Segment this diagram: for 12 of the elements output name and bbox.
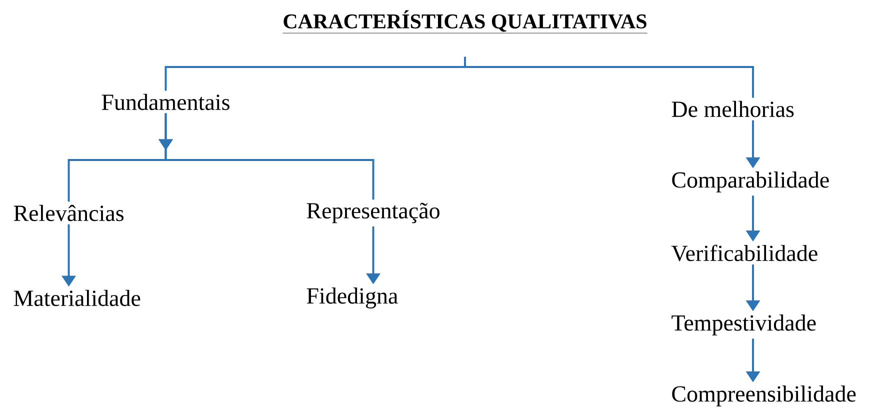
category-label: Fidedigna [306,288,398,308]
category-label: Relevâncias [14,204,124,222]
category-label: Tempestividade [672,314,816,336]
category-label: Representação [306,202,440,224]
category-label: Materialidade [14,290,140,306]
connector [464,56,754,98]
category-label: Verificabilidade [671,244,818,262]
category-label: Fundamentais [102,94,230,110]
category-label: Compreensibilidade [672,386,856,406]
category-label: De melhorias [672,100,794,118]
category-label: Comparabilidade [672,172,829,192]
heading: CARACTERÍSTICAS QUALITATIVAS [282,10,648,34]
